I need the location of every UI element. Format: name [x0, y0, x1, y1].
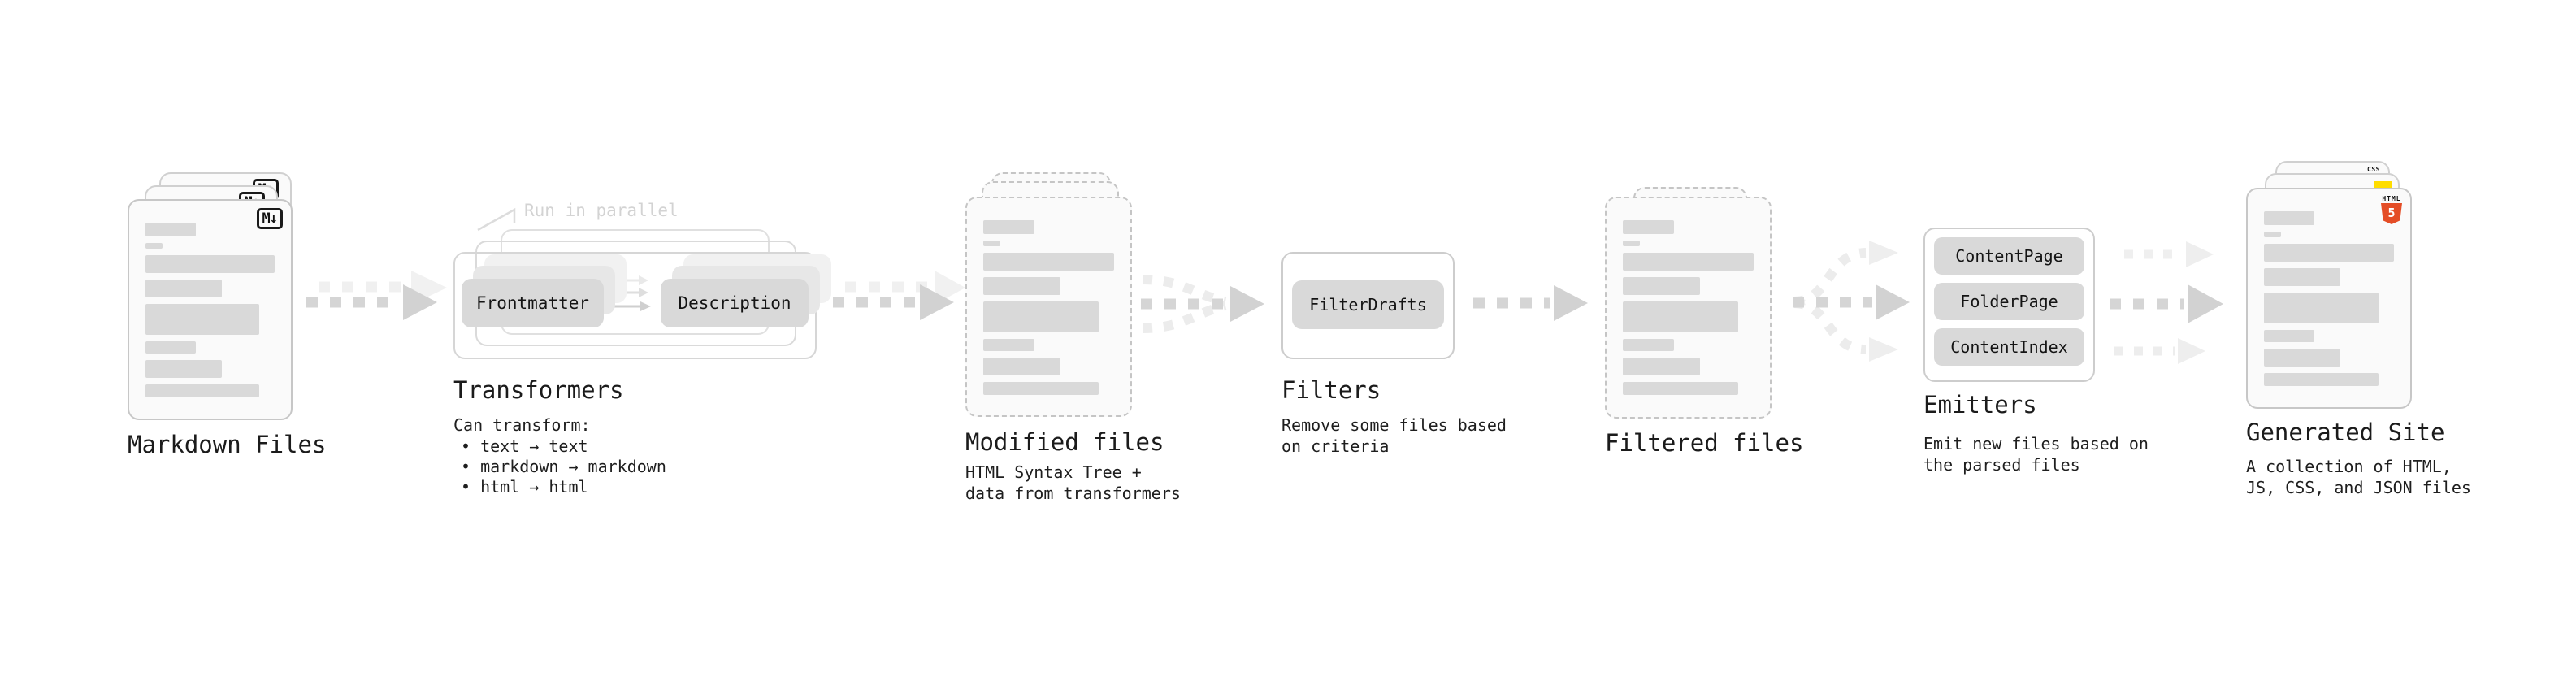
- placeholder-bar: [1623, 241, 1640, 246]
- modified-file-card: [965, 197, 1132, 417]
- placeholder-bar: [1623, 358, 1700, 375]
- caption-line: A collection of HTML,: [2246, 457, 2452, 476]
- caption-line: JS, CSS, and JSON files: [2246, 478, 2471, 497]
- placeholder-bar: [2264, 211, 2315, 225]
- contentpage-pill: ContentPage: [1934, 237, 2084, 275]
- caption-line: Emit new files based on: [1923, 434, 2149, 453]
- bullet-text-to-text: • text → text: [461, 436, 588, 456]
- modified-files-label: Modified files: [965, 428, 1164, 456]
- placeholder-bar: [145, 280, 222, 297]
- placeholder-bar: [2264, 330, 2315, 342]
- placeholder-bar: [983, 220, 1034, 234]
- placeholder-bar: [983, 382, 1099, 395]
- file-skeleton: [2264, 211, 2394, 386]
- placeholder-bar: [1623, 301, 1738, 332]
- placeholder-bar: [983, 301, 1099, 332]
- placeholder-bar: [2264, 268, 2341, 286]
- placeholder-bar: [2264, 373, 2379, 386]
- placeholder-bar: [1623, 220, 1674, 234]
- caption-line: the parsed files: [1923, 455, 2080, 475]
- caption-line: on criteria: [1281, 436, 1390, 456]
- filters-label: Filters: [1281, 376, 1381, 404]
- frontmatter-pill: Frontmatter: [462, 279, 604, 327]
- filterdrafts-pill: FilterDrafts: [1292, 280, 1444, 329]
- generated-file-card: HTML 5: [2246, 188, 2412, 409]
- bullet-html-to-html: • html → html: [461, 477, 588, 497]
- transformers-caption: Can transform:: [453, 415, 591, 435]
- placeholder-bar: [1623, 382, 1738, 395]
- bullet-markdown-to-markdown: • markdown → markdown: [461, 457, 666, 476]
- file-skeleton: [1623, 220, 1754, 395]
- placeholder-bar: [145, 384, 259, 397]
- emitters-caption: Emit new files based on the parsed files: [1923, 433, 2149, 475]
- placeholder-bar: [145, 243, 163, 249]
- html5-icon-shield: 5: [2381, 203, 2402, 224]
- transformers-bullets: • text → text • markdown → markdown • ht…: [461, 436, 666, 497]
- html5-icon-text: HTML: [2382, 195, 2401, 202]
- placeholder-bar: [145, 360, 222, 378]
- filtered-file-card: [1605, 197, 1772, 419]
- placeholder-bar: [983, 241, 1000, 246]
- filtered-files-label: Filtered files: [1605, 429, 1804, 457]
- placeholder-bar: [983, 277, 1060, 295]
- placeholder-bar: [2264, 293, 2379, 323]
- placeholder-bar: [145, 223, 196, 236]
- html5-icon: HTML 5: [2381, 195, 2402, 224]
- caption-line: HTML Syntax Tree +: [965, 462, 1142, 482]
- placeholder-bar: [983, 253, 1114, 271]
- placeholder-bar: [983, 358, 1060, 375]
- markdown-icon: M↓: [256, 208, 283, 229]
- file-skeleton: [983, 220, 1114, 395]
- contentindex-pill: ContentIndex: [1934, 328, 2084, 366]
- caption-line: Remove some files based: [1281, 415, 1507, 435]
- run-in-parallel-note: Run in parallel: [524, 201, 679, 220]
- generated-site-caption: A collection of HTML, JS, CSS, and JSON …: [2246, 456, 2471, 498]
- placeholder-bar: [1623, 339, 1674, 351]
- transformers-label: Transformers: [453, 376, 624, 404]
- generated-site-label: Generated Site: [2246, 419, 2445, 446]
- description-pill: Description: [661, 279, 809, 327]
- placeholder-bar: [1623, 253, 1754, 271]
- placeholder-bar: [2264, 232, 2281, 237]
- markdown-file-card: M↓: [128, 199, 293, 420]
- file-skeleton: [145, 223, 275, 397]
- caption-line: data from transformers: [965, 484, 1181, 503]
- placeholder-bar: [145, 341, 196, 354]
- filters-caption: Remove some files based on criteria: [1281, 414, 1507, 457]
- javascript-icon: [2374, 181, 2392, 189]
- css-icon-text: CSS: [2367, 166, 2380, 173]
- placeholder-bar: [983, 339, 1034, 351]
- emitters-label: Emitters: [1923, 391, 2037, 419]
- placeholder-bar: [2264, 349, 2341, 367]
- placeholder-bar: [1623, 277, 1700, 295]
- placeholder-bar: [145, 304, 259, 335]
- placeholder-bar: [145, 255, 275, 273]
- folderpage-pill: FolderPage: [1934, 283, 2084, 320]
- placeholder-bar: [2264, 244, 2394, 262]
- markdown-files-label: Markdown Files: [128, 431, 327, 458]
- modified-files-caption: HTML Syntax Tree + data from transformer…: [965, 462, 1181, 504]
